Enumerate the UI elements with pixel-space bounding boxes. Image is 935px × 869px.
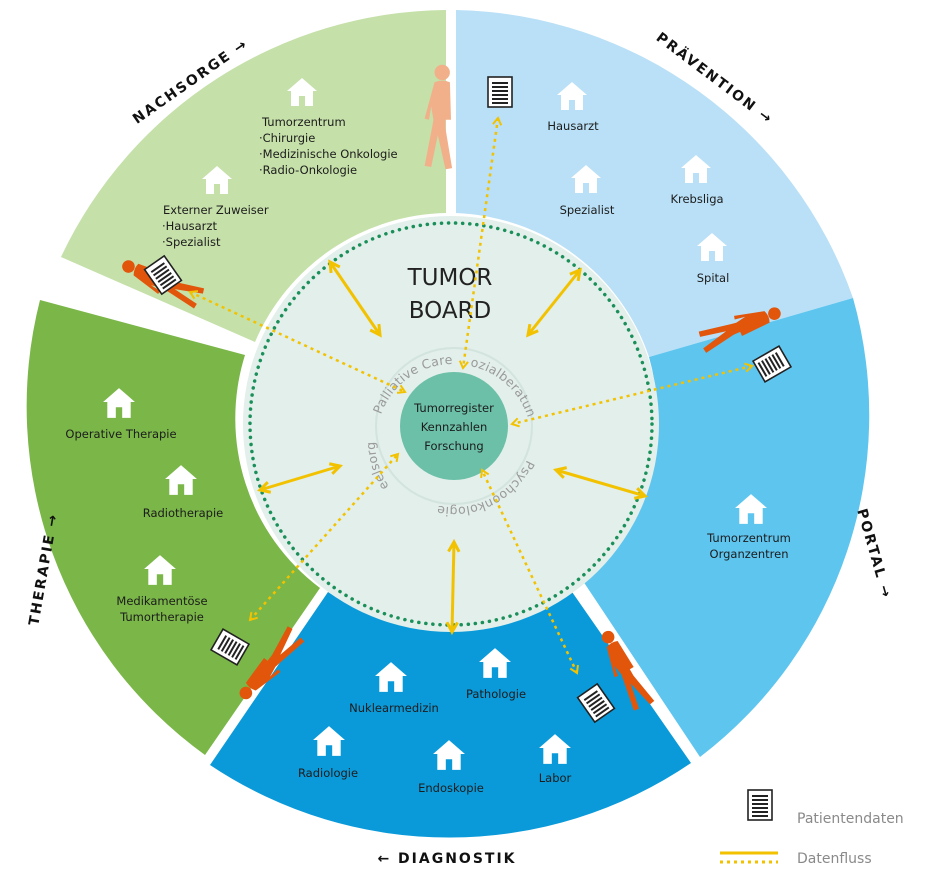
flow-arrow-head	[492, 116, 503, 126]
arrow-head	[552, 466, 568, 479]
flow-arrow-head	[458, 360, 469, 370]
phase-portal: PORTAL →	[853, 507, 894, 601]
legend-datenfluss-label: Datenfluss	[797, 851, 872, 867]
datenfluss-lines	[188, 116, 754, 675]
exchange-arrows	[257, 259, 649, 636]
board-title-1: TUMOR	[407, 265, 493, 291]
legend-datenfluss-icon	[720, 851, 778, 864]
arrow-head	[257, 481, 272, 494]
inner-ring	[375, 347, 533, 505]
flow-arrow-head	[744, 362, 754, 373]
legend-patientendaten-label: Patientendaten	[797, 811, 904, 827]
exchange-arrow	[450, 541, 456, 633]
dotted-ring	[248, 221, 654, 627]
datenfluss-line	[189, 290, 406, 394]
flow-arrow-head	[480, 468, 490, 479]
praevention-hausarzt: Hausarzt	[547, 119, 599, 133]
portal-line-2: Organzentren	[710, 547, 789, 561]
therapie-radio: Radiotherapie	[143, 506, 224, 520]
arrow-head	[447, 538, 461, 553]
nachsorge-ez-item-2: ·Spezialist	[162, 235, 221, 249]
sectors	[26, 10, 870, 838]
phase-therapie: THERAPIE →	[26, 512, 62, 627]
exchange-arrow	[259, 464, 341, 492]
arrow-head	[526, 323, 539, 338]
diagnostik-nuklearmedizin: Nuklearmedizin	[349, 701, 439, 715]
flow-arrow-head	[390, 452, 400, 463]
flow-arrow-head	[396, 384, 407, 394]
datenfluss-line	[461, 117, 500, 369]
arrow-head	[369, 323, 382, 338]
portal-line-1: Tumorzentrum	[706, 531, 791, 545]
nachsorge-ez-title: Externer Zuweiser	[163, 203, 269, 217]
therapie-med-2: Tumortherapie	[119, 610, 204, 624]
arrow-head	[633, 487, 649, 500]
exchange-arrow	[555, 468, 646, 498]
therapie-med-1: Medikamentöse	[116, 594, 207, 608]
sector-diagnostik	[210, 589, 691, 838]
flow-arrow-head	[510, 417, 520, 428]
datenfluss-line	[249, 453, 399, 621]
sector-therapie	[26, 300, 320, 755]
sector-nachsorge	[61, 10, 446, 342]
diagnostik-radiologie: Radiologie	[298, 766, 358, 780]
diagnostik-endoskopie: Endoskopie	[418, 781, 484, 795]
sector-portal	[581, 298, 870, 757]
flow-arrow-head	[248, 611, 258, 622]
nachsorge-tz-item-1: ·Chirurgie	[259, 131, 315, 145]
flow-arrow-head	[188, 290, 199, 300]
exchange-arrow	[526, 269, 582, 336]
arrow-head	[328, 462, 343, 475]
nachsorge-tz-item-2: ·Medizinische Onkologie	[259, 147, 398, 161]
praevention-krebsliga: Krebsliga	[670, 192, 723, 206]
nachsorge-tz-title: Tumorzentrum	[261, 115, 346, 129]
core-disc	[400, 372, 508, 480]
datenfluss-line	[480, 469, 579, 674]
diagnostik-pathologie: Pathologie	[466, 687, 526, 701]
core-line-2: Kennzahlen	[421, 420, 488, 434]
praevention-spital: Spital	[697, 271, 730, 285]
exchange-arrow	[328, 261, 382, 336]
arrow-head	[569, 267, 582, 282]
nachsorge-tz-item-3: ·Radio-Onkologie	[259, 163, 357, 177]
arrow-head	[445, 621, 459, 636]
nachsorge-ez-item-1: ·Hausarzt	[162, 219, 217, 233]
legend-patientendaten-icon	[747, 789, 773, 821]
sector-praevention	[456, 10, 853, 357]
core-line-3: Forschung	[424, 439, 483, 453]
core-line-1: Tumorregister	[413, 401, 494, 415]
arrow-head	[328, 259, 341, 274]
therapie-operativ: Operative Therapie	[65, 427, 176, 441]
patientendaten-icon	[487, 76, 513, 108]
datenfluss-line	[511, 364, 753, 426]
flow-arrow-head	[569, 664, 579, 675]
phase-diagnostik: ← DIAGNOSTIK	[377, 851, 516, 867]
praevention-spezialist: Spezialist	[560, 203, 615, 217]
board-title-2: BOARD	[409, 298, 492, 324]
diagnostik-labor: Labor	[539, 771, 572, 785]
